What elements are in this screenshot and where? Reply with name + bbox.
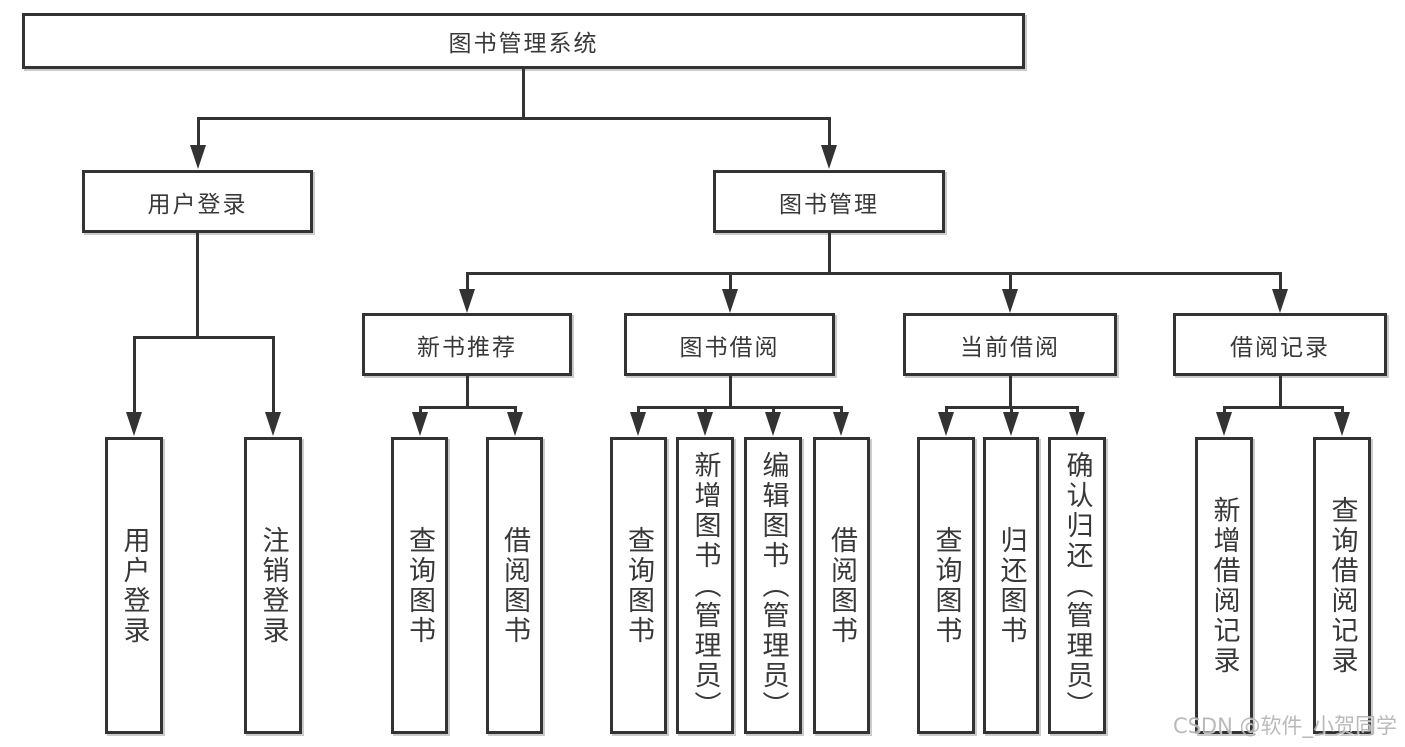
arrowhead-icon	[1272, 289, 1288, 313]
arrowhead-icon	[1069, 412, 1085, 436]
leaf-return-books-label: 归还图书	[995, 525, 1027, 646]
arrowhead-icon	[821, 145, 837, 169]
connector-line	[1341, 406, 1344, 416]
node-user-login-label: 用户登录	[147, 191, 248, 218]
node-current-borrow: 当前借阅	[903, 313, 1117, 376]
connector-line	[419, 406, 422, 416]
leaf-return-books: 归还图书	[983, 437, 1039, 734]
leaf-logout: 注销登录	[244, 437, 302, 734]
arrowhead-icon	[1334, 412, 1350, 436]
connector-line	[466, 272, 1282, 275]
arrowhead-icon	[630, 412, 646, 436]
connector-line	[1279, 272, 1282, 293]
arrowhead-icon	[938, 412, 954, 436]
leaf-query-books-1-label: 查询图书	[404, 525, 435, 646]
node-book-management-label: 图书管理	[779, 191, 879, 218]
leaf-query-books-3-label: 查询图书	[930, 525, 962, 646]
connector-line	[466, 376, 469, 409]
arrowhead-icon	[833, 412, 849, 436]
arrowhead-icon	[459, 289, 475, 313]
connector-line	[840, 406, 843, 416]
leaf-borrow-books-2: 借阅图书	[813, 437, 870, 734]
connector-line	[1076, 406, 1079, 416]
leaf-edit-books-admin: 编辑图书（管理员）	[744, 437, 802, 734]
leaf-query-books-2-label: 查询图书	[623, 525, 654, 646]
leaf-query-books-3: 查询图书	[917, 437, 975, 734]
arrowhead-icon	[1003, 412, 1019, 436]
leaf-edit-books-admin-label: 编辑图书（管理员）	[757, 450, 789, 721]
node-book-management: 图书管理	[713, 170, 945, 233]
connector-line	[704, 406, 707, 416]
arrowhead-icon	[507, 412, 523, 436]
node-borrow-records-label: 借阅记录	[1230, 334, 1330, 361]
leaf-add-borrow-record-label: 新增借阅记录	[1208, 495, 1240, 676]
leaf-borrow-books-1-label: 借阅图书	[499, 525, 530, 646]
connector-line	[828, 117, 831, 150]
connector-line	[637, 406, 640, 416]
arrowhead-icon	[722, 289, 738, 313]
leaf-add-books-admin-label: 新增图书（管理员）	[689, 450, 721, 721]
connector-line	[729, 376, 732, 409]
connector-line	[133, 336, 136, 416]
node-new-book-recommend-label: 新书推荐	[417, 334, 517, 361]
leaf-user-login-label: 用户登录	[118, 525, 150, 646]
leaf-query-borrow-record-label: 查询借阅记录	[1326, 495, 1358, 676]
connector-line	[945, 406, 948, 416]
connector-line	[1010, 406, 1013, 416]
node-new-book-recommend: 新书推荐	[362, 313, 572, 376]
leaf-user-login: 用户登录	[105, 437, 163, 734]
connector-line	[1223, 406, 1344, 409]
connector-line	[1009, 272, 1012, 293]
leaf-add-borrow-record: 新增借阅记录	[1195, 437, 1253, 734]
connector-line	[197, 117, 200, 150]
connector-line	[729, 272, 732, 293]
node-root-label: 图书管理系统	[448, 31, 599, 57]
arrowhead-icon	[412, 412, 428, 436]
connector-line	[1009, 376, 1012, 409]
connector-line	[637, 406, 843, 409]
arrowhead-icon	[265, 412, 281, 436]
connector-line	[272, 336, 275, 416]
node-root: 图书管理系统	[22, 13, 1025, 69]
connector-line	[514, 406, 517, 416]
leaf-query-books-2: 查询图书	[610, 437, 667, 734]
leaf-logout-label: 注销登录	[257, 525, 289, 646]
arrowhead-icon	[1002, 289, 1018, 313]
connector-line	[828, 233, 831, 275]
leaf-confirm-return-admin-label: 确认归还（管理员）	[1061, 450, 1093, 721]
arrowhead-icon	[765, 412, 781, 436]
leaf-add-books-admin: 新增图书（管理员）	[676, 437, 734, 734]
leaf-borrow-books-1: 借阅图书	[486, 437, 543, 734]
connector-line	[419, 406, 517, 409]
arrowhead-icon	[126, 412, 142, 436]
connector-line	[196, 233, 199, 339]
connector-line	[197, 117, 830, 120]
connector-line	[1223, 406, 1226, 416]
connector-line	[133, 336, 275, 339]
leaf-query-books-1: 查询图书	[391, 437, 448, 734]
leaf-confirm-return-admin: 确认归还（管理员）	[1048, 437, 1106, 734]
node-book-borrow-label: 图书借阅	[679, 334, 780, 361]
node-current-borrow-label: 当前借阅	[960, 334, 1060, 361]
node-user-login: 用户登录	[82, 170, 313, 233]
watermark: CSDN @软件_小贺同学	[1172, 714, 1397, 738]
node-book-borrow: 图书借阅	[624, 313, 835, 376]
arrowhead-icon	[697, 412, 713, 436]
leaf-borrow-books-2-label: 借阅图书	[826, 525, 857, 646]
connector-line	[772, 406, 775, 416]
connector-line	[522, 68, 525, 120]
connector-line	[1279, 376, 1282, 409]
arrowhead-icon	[190, 145, 206, 169]
node-borrow-records: 借阅记录	[1173, 313, 1387, 376]
connector-line	[466, 272, 469, 293]
leaf-query-borrow-record: 查询借阅记录	[1313, 437, 1371, 734]
arrowhead-icon	[1216, 412, 1232, 436]
